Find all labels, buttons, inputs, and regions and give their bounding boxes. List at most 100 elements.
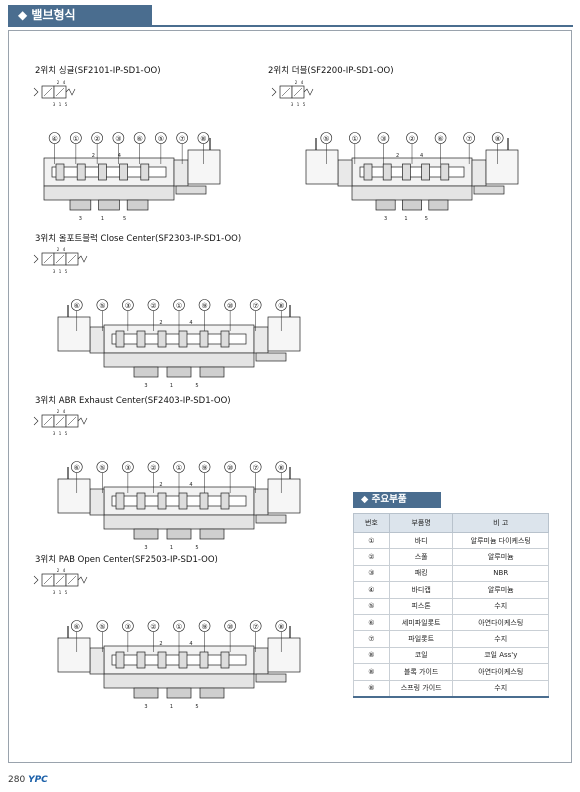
port-block [133,366,159,378]
spool-land [178,330,188,348]
port-label: 2 [295,80,298,85]
spool-land [136,330,146,348]
spool-land [115,492,125,510]
part-name: 세미파일롯트 [388,613,454,632]
callout-number: ① [176,464,182,472]
part-name: 패킹 [388,564,454,583]
body-port-label: 1 [170,704,173,710]
flow-arrow [43,416,53,426]
spool-land [157,492,167,510]
callout-number: ② [409,135,415,143]
spool-land [440,163,450,181]
spring-symbol [77,417,88,425]
page-number: 280 [8,775,26,785]
spool-land [98,163,107,181]
spring-symbol [65,88,76,96]
section-title-double: 2위치 더블(SF2200-IP-SD1-OO) [268,66,394,76]
spool-land [55,163,65,181]
pilot-block-left [337,159,353,187]
coil-housing-left [57,478,91,514]
body-port-label: 3 [144,545,147,551]
port-block [98,199,120,211]
callout-number: ② [150,302,156,310]
port-label: 3 [53,590,56,595]
spool-land [136,492,146,510]
flow-arrow [55,416,65,426]
callout-number: ⑨ [201,623,207,631]
callout-number: ⑦ [253,623,259,631]
spool-land [220,651,230,669]
body-port-label: 5 [195,545,198,551]
part-name: 스풀 [388,548,454,566]
part-remarks: 알루미늄 [452,548,549,566]
part-remarks: 코일 Ass'y [452,646,549,665]
part-number: ⑥ [353,613,390,632]
manual-override [175,185,207,195]
part-remarks: 수지 [452,597,549,615]
pilot-block [253,488,269,516]
body-port-label: 2 [159,641,162,647]
flow-arrow [293,87,303,97]
body-port-label: 2 [159,482,162,488]
flow-arrow [55,254,65,264]
section-title-close-center: 3위치 올포트블럭 Close Center(SF2303-IP-SD1-OO) [35,234,242,244]
pilot-block [471,159,487,187]
manual-override [255,514,287,524]
port-label: 1 [297,102,300,107]
callout-number: ⑧ [278,302,284,310]
pilot-block-left [89,326,105,354]
flow-arrow [43,87,53,97]
part-remarks: 아연다이케스팅 [452,663,549,681]
body-port-label: 3 [79,216,82,222]
callout-number: ② [94,135,100,143]
column-header-number: 번호 [353,513,390,533]
callout-number: ③ [125,623,131,631]
port-label: 2 [57,80,60,85]
callout-number: ⑨ [201,464,207,472]
spool-land [136,651,146,669]
port-label: 1 [59,102,62,107]
section-header: ◆ 밸브형식 [8,5,152,25]
part-number: ③ [353,564,390,583]
port-label: 4 [63,80,66,85]
port-label: 4 [63,568,66,573]
parts-header: ◆ 주요부품 [353,492,441,508]
valve-base [103,673,255,689]
flow-arrow [281,87,291,97]
callout-number: ⑥ [437,135,443,143]
part-name: 파일롯트 [388,630,454,648]
coil-symbol [33,87,39,97]
coil-symbol [33,575,39,585]
port-block [199,366,225,378]
spool-land [157,330,167,348]
body-port-label: 3 [384,216,387,222]
spool-land [178,651,188,669]
body-port-label: 4 [189,641,192,647]
flow-arrow [55,87,65,97]
part-name: 바디 [388,531,454,550]
flow-arrow [67,416,77,426]
spool-land [382,163,392,181]
coil-housing [187,149,221,185]
spool-land [178,492,188,510]
callout-number: ⑨ [201,302,207,310]
port-label: 2 [57,409,60,414]
callout-number: ① [73,135,79,143]
coil-housing-left [57,316,91,352]
valve-base [103,514,255,530]
pilot-block-left [89,647,105,675]
flow-arrow [43,575,53,585]
flow-arrow [55,575,65,585]
spool-land [157,651,167,669]
coil-housing [267,316,301,352]
